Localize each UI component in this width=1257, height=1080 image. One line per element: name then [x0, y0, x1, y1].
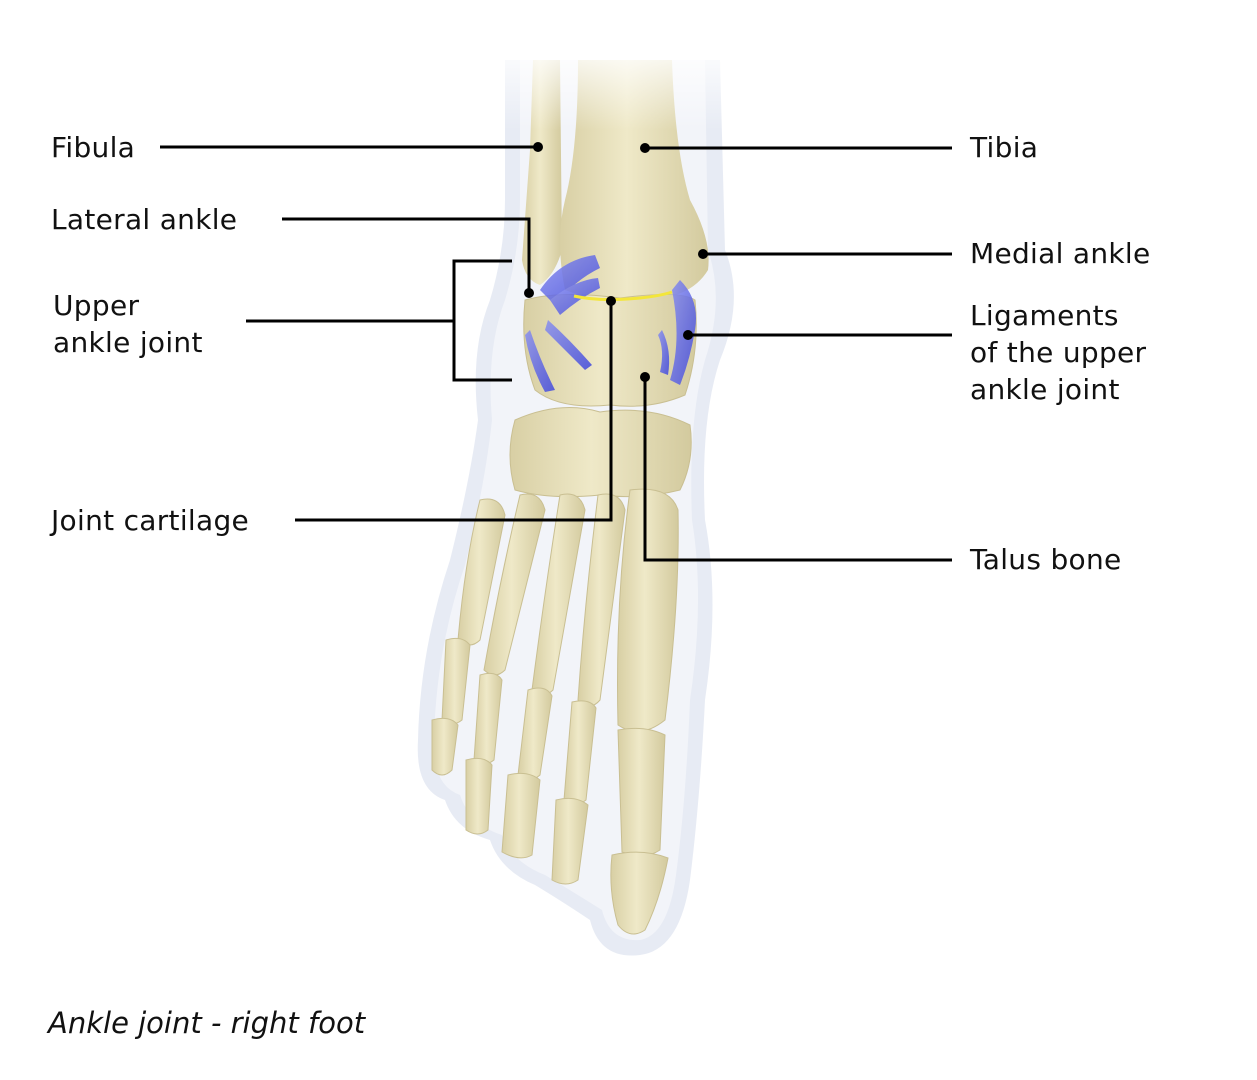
- ligaments: [525, 255, 696, 392]
- foot-bones: [431, 293, 697, 935]
- label-medial-ankle: Medial ankle: [970, 237, 1151, 270]
- joint-cartilage-line: [573, 290, 673, 302]
- leader-endpoints: [524, 142, 708, 382]
- label-upper-ankle-joint: Upper ankle joint: [53, 289, 203, 359]
- label-joint-cartilage: Joint cartilage: [51, 504, 250, 537]
- label-ligaments-upper-ankle-joint: Ligaments of the upper ankle joint: [970, 299, 1147, 406]
- leg-bones: [500, 40, 740, 300]
- label-tibia: Tibia: [970, 131, 1039, 164]
- label-lateral-ankle: Lateral ankle: [51, 203, 238, 236]
- figure-caption: Ankle joint - right foot: [48, 1006, 366, 1040]
- leader-lines: [160, 145, 952, 562]
- label-fibula: Fibula: [51, 131, 136, 164]
- label-talus-bone: Talus bone: [970, 543, 1122, 576]
